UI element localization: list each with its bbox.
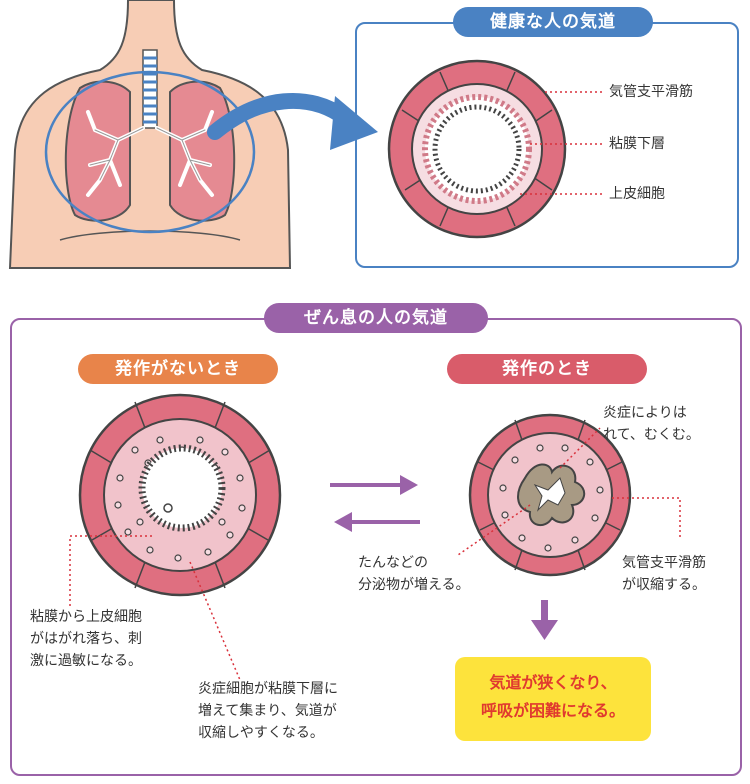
healthy-callouts bbox=[520, 91, 604, 195]
attack-airway-diagram bbox=[468, 413, 632, 577]
attack-title: 発作のとき bbox=[447, 354, 647, 384]
no-attack-airway-diagram bbox=[78, 393, 282, 597]
label-smooth-muscle: 気管支平滑筋 bbox=[609, 84, 693, 100]
no-attack-callouts bbox=[69, 535, 241, 681]
reversible-arrows-icon bbox=[330, 475, 420, 532]
label-epithelium: 上皮細胞 bbox=[609, 186, 665, 202]
note-secretion: たんなどの 分泌物が増える。 bbox=[358, 555, 470, 593]
healthy-title: 健康な人の気道 bbox=[453, 7, 653, 37]
lungs-illustration bbox=[8, 0, 292, 269]
attack-callouts bbox=[457, 427, 681, 556]
down-arrow-icon bbox=[531, 600, 558, 640]
healthy-panel bbox=[355, 22, 739, 268]
no-attack-title: 発作がないとき bbox=[78, 354, 278, 384]
note-epithelium: 粘膜から上皮細胞 がはがれ落ち、刺 激に過敏になる。 bbox=[30, 609, 142, 669]
note-inflammation: 炎症細胞が粘膜下層に 増えて集まり、気道が 収縮しやすくなる。 bbox=[198, 681, 338, 741]
note-contraction: 気管支平滑筋 が収縮する。 bbox=[622, 555, 706, 593]
asthma-title: ぜん息の人の気道 bbox=[264, 303, 488, 333]
label-submucosa: 粘膜下層 bbox=[609, 136, 665, 152]
note-swelling: 炎症によりは れて、むくむ。 bbox=[603, 405, 700, 443]
healthy-airway-diagram bbox=[387, 59, 567, 239]
result-box: 気道が狭くなり、 呼吸が困難になる。 bbox=[455, 657, 651, 741]
curved-arrow-icon bbox=[207, 93, 378, 150]
